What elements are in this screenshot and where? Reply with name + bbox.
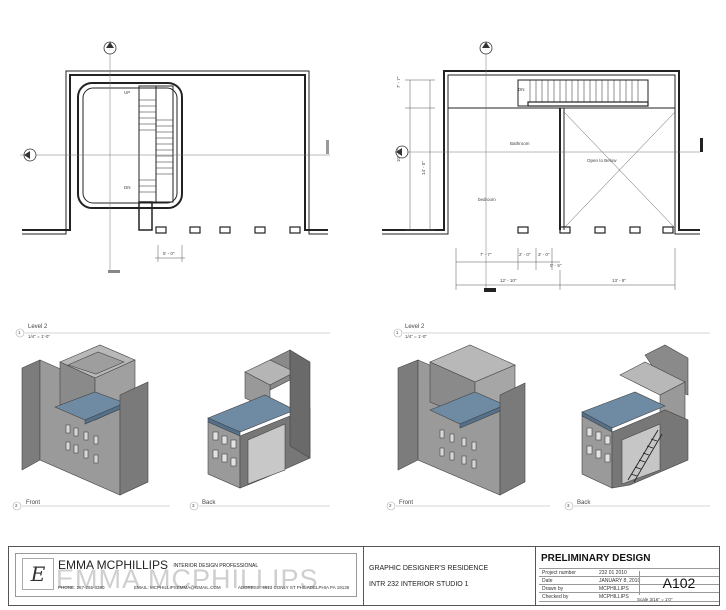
info-key: Drawn by: [542, 586, 564, 592]
dim-d: 0' - 5": [550, 263, 562, 268]
view-title-right: Level 2: [405, 324, 425, 330]
firm-name: EMMA MCPHILLIPS: [58, 558, 169, 572]
title-block-divider: [535, 547, 536, 605]
info-value: MCPHILLIPS: [599, 594, 629, 600]
iso-label-back: Back: [202, 500, 216, 506]
iso-num: 2: [389, 503, 392, 508]
dim-c: 3' - 0": [538, 252, 550, 257]
view-num: 1: [396, 330, 399, 335]
iso-right-front: [397, 344, 526, 496]
left-dimension-label: 5' - 0": [163, 251, 175, 256]
info-row-project-number: Project number 232 01 2010: [539, 568, 719, 577]
iso-num: 3: [567, 503, 570, 508]
iso-label-front: Front: [399, 500, 414, 506]
info-key: Project number: [542, 570, 576, 576]
dim-b: 2' - 0": [519, 252, 531, 257]
dim-e: 12' - 10": [500, 278, 517, 283]
firm-name-line: EMMA MCPHILLIPS INTERIOR DESIGN PROFESSI…: [58, 558, 258, 572]
title-block-divider: [363, 547, 364, 605]
info-value: 232 01 2010: [599, 570, 627, 576]
firm-phone: PHONE: 267-255-3380: [58, 585, 105, 590]
sheet-scale: Scale 3/16" = 1'0": [637, 597, 673, 602]
iso-label-back: Back: [577, 500, 591, 506]
iso-left-front: [21, 344, 149, 496]
firm-panel: EMMA MCPHILLIPS E EMMA MCPHILLIPS INTERI…: [15, 553, 357, 597]
firm-address: ADDRESS: 4613 CONLY ST PHILADELPHIA PA 1…: [238, 585, 350, 590]
iso-label-front: Front: [26, 500, 41, 506]
sheet-number: A102: [639, 571, 718, 595]
view-title-left: Level 2: [28, 324, 48, 330]
design-stage: PRELIMINARY DESIGN: [541, 553, 651, 564]
info-value: MCPHILLIPS: [599, 586, 629, 592]
room-label-bathroom: Bathroom: [510, 141, 530, 146]
view-scale-left: 1/4" = 1'-0": [28, 334, 50, 339]
info-value: JANUARY 8, 2010: [599, 578, 641, 584]
view-num: 1: [18, 330, 21, 335]
info-key: Date: [542, 578, 553, 584]
firm-watermark: EMMA MCPHILLIPS: [56, 564, 319, 594]
stair-up-label: UP: [124, 90, 131, 95]
info-key: Checked by: [542, 594, 569, 600]
dim-a: 7' - 7": [480, 252, 492, 257]
firm-email: EMAIL: MCPHILLIPSEMMA@GMAIL.COM: [134, 585, 221, 590]
iso-num: 3: [192, 503, 195, 508]
info-row-checked-by: Checked by MCPHILLIPS: [539, 592, 719, 602]
room-label-bedroom: bedroom: [478, 197, 496, 202]
project-name: GRAPHIC DESIGNER'S RESIDENCE: [369, 565, 489, 572]
info-row-drawn-by: Drawn by MCPHILLIPS: [539, 584, 719, 593]
iso-num: 2: [15, 503, 18, 508]
title-block: EMMA MCPHILLIPS E EMMA MCPHILLIPS INTERI…: [8, 546, 720, 606]
room-label-open-to-below: Open to Below: [587, 158, 617, 163]
iso-left-back: [207, 349, 311, 489]
stair-down-label-right: DN: [518, 87, 525, 92]
stair-down-label: DN: [124, 185, 131, 190]
firm-subtitle: INTERIOR DESIGN PROFESSIONAL: [173, 562, 259, 569]
dim-f: 13' - 8": [612, 278, 626, 283]
firm-logo: E: [22, 558, 54, 590]
view-scale-right: 1/4" = 1'-0": [405, 334, 427, 339]
info-row-date: Date JANUARY 8, 2010: [539, 576, 719, 585]
course-name: INTR 232 INTERIOR STUDIO 1: [369, 581, 469, 588]
iso-right-back: [581, 344, 689, 489]
